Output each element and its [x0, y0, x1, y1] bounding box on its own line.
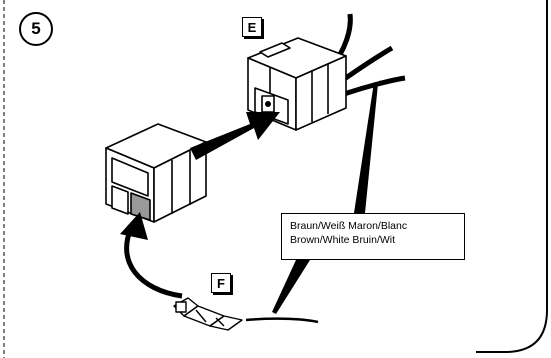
label-connector-e: E — [242, 17, 262, 37]
insertion-arrow — [190, 112, 280, 160]
terminal-insert-arrow — [120, 212, 183, 299]
step-number-badge: 5 — [19, 12, 53, 46]
callout-line-1: Braun/Weiß Maron/Blanc — [290, 220, 408, 232]
step-frame — [476, 0, 548, 353]
callout-line-2: Brown/White Bruin/Wit — [290, 234, 396, 246]
terminal-f — [173, 297, 319, 331]
callout-pointer-lower — [272, 260, 310, 314]
connector-e-housing — [247, 13, 406, 131]
connector-mating-housing — [105, 123, 207, 223]
label-terminal-f: F — [211, 273, 231, 293]
callout-pointer-upper — [354, 82, 378, 213]
wire-color-callout: Braun/Weiß Maron/Blanc Brown/White Bruin… — [281, 213, 465, 260]
